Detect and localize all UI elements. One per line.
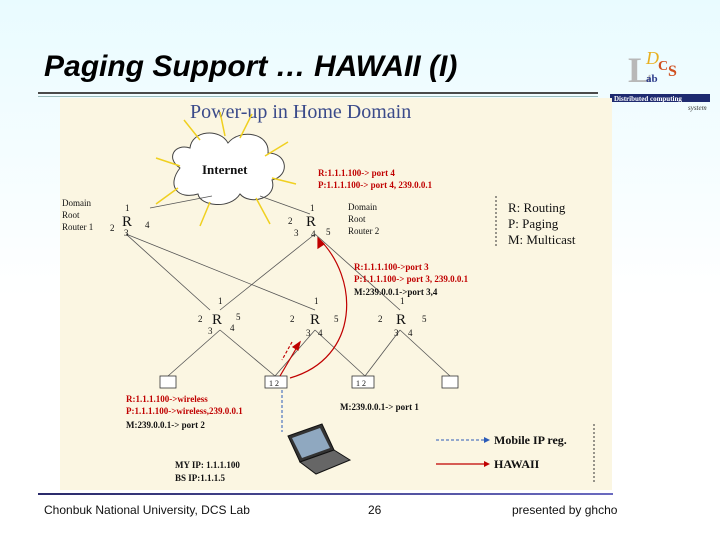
logo-letter-ab: ab	[646, 73, 658, 85]
bs-ip-label: BS IP:1.1.1.5	[175, 473, 226, 483]
base-station-2	[264, 375, 288, 389]
mobile-ip-legend: Mobile IP reg.	[436, 433, 567, 447]
hawaii-paging-diagram: Power-up in Home Domain Internet	[60, 98, 612, 490]
svg-text:Domain: Domain	[348, 202, 377, 212]
hawaii-legend: HAWAII	[436, 457, 540, 471]
internet-cloud-icon: Internet	[155, 111, 297, 227]
svg-text:Router 1: Router 1	[62, 222, 93, 232]
svg-text:1: 1	[218, 296, 223, 306]
root-router-2: R 1 2 3 4 5	[288, 203, 331, 239]
base-station-4	[441, 375, 459, 389]
diagram-heading: Power-up in Home Domain	[190, 101, 411, 123]
logo-letter-l: L	[628, 50, 652, 90]
svg-text:5: 5	[236, 312, 241, 322]
router-symbol: R	[122, 214, 132, 230]
router-right: 1 R 2 3 4 5	[378, 296, 427, 338]
svg-text:M: Multicast: M: Multicast	[508, 232, 576, 247]
svg-text:Domain: Domain	[62, 198, 91, 208]
svg-text:4: 4	[311, 229, 316, 239]
title-rule-shadow	[38, 96, 598, 97]
svg-text:2: 2	[110, 223, 115, 233]
svg-text:4: 4	[145, 220, 150, 230]
router-middle: 1 R 2 3 4 5	[290, 296, 339, 338]
svg-text:3: 3	[294, 228, 299, 238]
svg-text:1: 1	[314, 296, 319, 306]
svg-text:R:1.1.1.100->wireless: R:1.1.1.100->wireless	[126, 394, 208, 404]
footer-presenter: presented by ghcho	[512, 503, 618, 517]
base-station-routing-table: R:1.1.1.100->wireless P:1.1.1.100->wirel…	[126, 394, 243, 430]
svg-text:R: Routing: R: Routing	[508, 200, 566, 215]
svg-text:M:239.0.0.1->port 3,4: M:239.0.0.1->port 3,4	[354, 287, 438, 297]
title-rule	[38, 92, 598, 94]
svg-text:2: 2	[288, 216, 293, 226]
svg-text:1: 1	[125, 203, 130, 213]
svg-text:5: 5	[326, 227, 331, 237]
routing-legend: R: Routing P: Paging M: Multicast	[508, 200, 576, 247]
svg-text:2: 2	[198, 314, 203, 324]
svg-text:2: 2	[378, 314, 383, 324]
svg-text:4: 4	[230, 323, 235, 333]
dcs-lab-logo: L ab D C S Distributed computing system	[610, 48, 710, 112]
slide-title: Paging Support … HAWAII (I)	[44, 50, 458, 83]
bs-port-label: 1 2	[269, 379, 279, 388]
router-symbol: R	[310, 312, 320, 328]
svg-text:Mobile IP reg.: Mobile IP reg.	[494, 433, 567, 447]
right-bs-table: M:239.0.0.1-> port 1	[340, 402, 419, 412]
svg-text:R:1.1.1.100-> port 4: R:1.1.1.100-> port 4	[318, 168, 395, 178]
svg-text:3: 3	[394, 328, 399, 338]
bs-port-label: 1 2	[356, 379, 366, 388]
mobile-ip-label: MY IP: 1.1.1.100	[175, 460, 240, 470]
router-left: 1 R 2 3 4 5	[198, 296, 241, 336]
svg-text:1: 1	[310, 203, 315, 213]
domain-root-1-label: Domain Root Router 1	[62, 198, 93, 232]
svg-text:5: 5	[334, 314, 339, 324]
top-root-routing-table: R:1.1.1.100-> port 4 P:1.1.1.100-> port …	[318, 168, 433, 190]
svg-text:Router 2: Router 2	[348, 226, 379, 236]
svg-text:2: 2	[290, 314, 295, 324]
base-station-1	[159, 375, 177, 389]
logo-letter-s: S	[668, 63, 677, 80]
router-symbol: R	[396, 312, 406, 328]
svg-text:Root: Root	[62, 210, 80, 220]
svg-text:3: 3	[208, 326, 213, 336]
svg-text:1: 1	[400, 296, 405, 306]
logo-letter-c: C	[658, 59, 668, 74]
svg-text:5: 5	[422, 314, 427, 324]
logo-caption-2: system	[688, 104, 707, 112]
svg-text:HAWAII: HAWAII	[494, 457, 540, 471]
svg-text:3: 3	[124, 228, 129, 238]
footer-institution: Chonbuk National University, DCS Lab	[44, 503, 250, 517]
router-symbol: R	[212, 312, 222, 328]
laptop-icon	[287, 423, 352, 475]
svg-text:P:1.1.1.100->wireless,239.0.0.: P:1.1.1.100->wireless,239.0.0.1	[126, 406, 243, 416]
root-router-1: R 1 2 3 4	[110, 203, 150, 238]
footer-rule	[38, 493, 613, 495]
page-number: 26	[368, 503, 382, 517]
svg-text:P:1.1.1.100-> port 3, 239.0.0.: P:1.1.1.100-> port 3, 239.0.0.1	[354, 274, 469, 284]
domain-root-2-label: Domain Root Router 2	[348, 202, 379, 236]
internet-label: Internet	[202, 162, 248, 177]
logo-letter-d: D	[645, 48, 659, 68]
svg-text:P:1.1.1.100-> port 4, 239.0.0.: P:1.1.1.100-> port 4, 239.0.0.1	[318, 180, 433, 190]
svg-text:4: 4	[318, 328, 323, 338]
svg-text:P: Paging: P: Paging	[508, 216, 559, 231]
router-symbol: R	[306, 214, 316, 230]
svg-text:4: 4	[408, 328, 413, 338]
svg-text:M:239.0.0.1-> port 2: M:239.0.0.1-> port 2	[126, 420, 205, 430]
svg-text:Root: Root	[348, 214, 366, 224]
svg-text:3: 3	[306, 328, 311, 338]
mid-router-routing-table: R:1.1.1.100->port 3 P:1.1.1.100-> port 3…	[354, 262, 469, 297]
base-station-3	[351, 375, 375, 389]
logo-caption-1: Distributed computing	[614, 95, 682, 103]
svg-text:R:1.1.1.100->port 3: R:1.1.1.100->port 3	[354, 262, 429, 272]
